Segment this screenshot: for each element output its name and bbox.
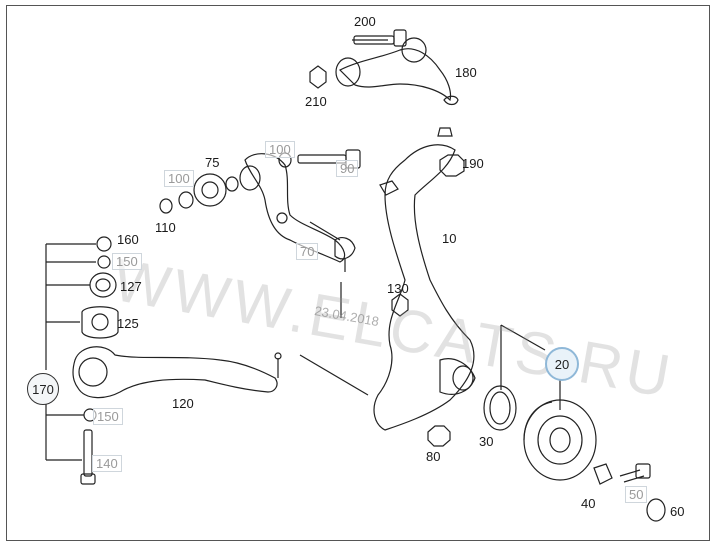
nut-80: [427, 425, 451, 447]
part-label-180[interactable]: 180: [455, 65, 477, 80]
tension-strut-70: [244, 153, 346, 263]
steering-knuckle: [373, 144, 475, 431]
part-label-150-b[interactable]: 150: [93, 408, 123, 425]
part-label-40[interactable]: 40: [581, 496, 596, 511]
part-label-100-b[interactable]: 100: [265, 141, 295, 158]
part-label-170[interactable]: 170: [27, 373, 59, 405]
part-label-30[interactable]: 30: [479, 434, 494, 449]
clamp-40: [593, 463, 613, 485]
part-label-10[interactable]: 10: [442, 231, 457, 246]
leader-line-20: [500, 324, 546, 351]
lower-control-arm-120: [72, 346, 278, 399]
part-label-80[interactable]: 80: [426, 449, 441, 464]
cap-60: [646, 498, 666, 522]
upper-arm-bushing-rear: [401, 37, 427, 63]
part-label-120[interactable]: 120: [172, 396, 194, 411]
part-label-20[interactable]: 20: [545, 347, 579, 381]
part-label-70[interactable]: 70: [296, 243, 319, 260]
part-label-100-a[interactable]: 100: [164, 170, 194, 187]
nut-210: [309, 65, 327, 89]
seal-30: [483, 385, 517, 431]
nut-130: [391, 293, 409, 317]
part-label-125[interactable]: 125: [117, 316, 139, 331]
part-label-127[interactable]: 127: [120, 279, 142, 294]
part-label-50[interactable]: 50: [625, 486, 648, 503]
upper-arm-bushing-front: [335, 57, 361, 87]
bushing-75: [239, 165, 261, 191]
bushing-125: [81, 306, 119, 339]
bushing-100-a: [193, 173, 227, 207]
bolt-50: [619, 469, 645, 483]
bushing-127: [89, 272, 117, 298]
upper-control-arm: [338, 48, 452, 102]
part-label-110[interactable]: 110: [155, 220, 176, 235]
washer-110: [178, 191, 194, 209]
washer-150-a: [97, 255, 111, 269]
washer-160: [96, 236, 112, 252]
nut-110: [159, 198, 173, 214]
part-label-160[interactable]: 160: [117, 232, 139, 247]
wheel-hub-20: [523, 399, 597, 481]
part-label-75[interactable]: 75: [205, 155, 220, 170]
part-label-130[interactable]: 130: [387, 281, 409, 296]
part-label-150-a[interactable]: 150: [112, 253, 142, 270]
part-label-90[interactable]: 90: [336, 160, 359, 177]
part-label-60[interactable]: 60: [670, 504, 685, 519]
leader-line-120: [299, 354, 369, 396]
part-label-190[interactable]: 190: [462, 156, 484, 171]
part-label-210[interactable]: 210: [305, 94, 327, 109]
part-label-200[interactable]: 200: [354, 14, 376, 29]
nut-190: [439, 154, 465, 177]
diagram-frame: [6, 5, 710, 541]
bolt-140: [83, 429, 93, 477]
part-label-140[interactable]: 140: [92, 455, 122, 472]
